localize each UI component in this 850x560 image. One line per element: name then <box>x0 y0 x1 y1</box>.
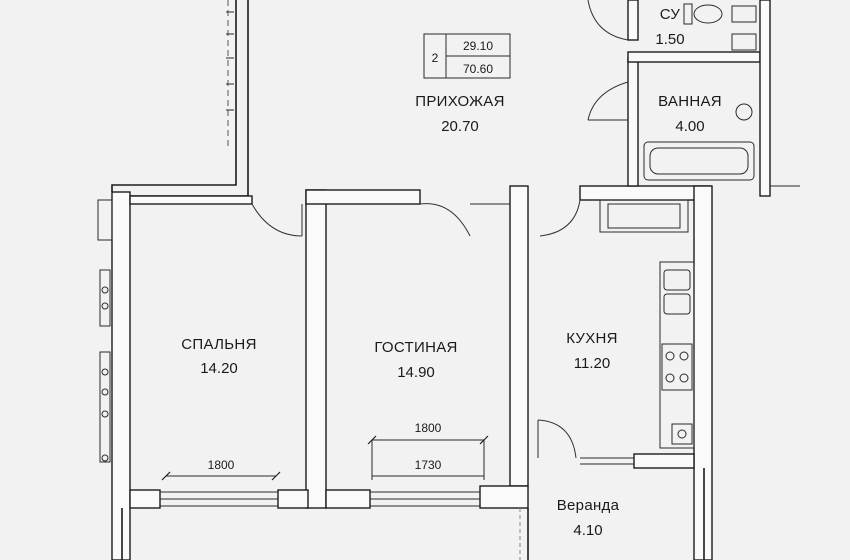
left-window-mark-4 <box>101 388 109 396</box>
living-kitchen-partition <box>509 185 529 487</box>
wc-area: 1.50 <box>655 31 684 48</box>
bathroom-door-swing <box>587 81 629 121</box>
living-window-dim-inner: 1730 <box>415 458 442 472</box>
bathroom-sink <box>735 103 753 121</box>
bedroom-top-wall <box>129 195 253 205</box>
bathroom-name: ВАННАЯ <box>658 93 722 110</box>
hallway-name: ПРИХОЖАЯ <box>415 93 505 110</box>
living-window-sill-left <box>325 489 371 509</box>
rooms-count: 2 <box>432 51 439 65</box>
bathroom-top-wall <box>627 51 761 63</box>
bedroom-window-dim: 1800 <box>208 458 235 472</box>
kitchen-niche-inner <box>607 203 681 229</box>
kitchen-bottom-wall <box>633 453 695 469</box>
veranda-area: 4.10 <box>573 522 602 539</box>
kitchen-door-swing <box>539 199 581 237</box>
wc-shelf-1 <box>731 5 757 23</box>
bedroom-name: СПАЛЬНЯ <box>181 336 256 353</box>
living-door-swing <box>419 203 471 237</box>
left-window-mark-5 <box>101 410 109 418</box>
veranda-door-swing <box>537 419 577 459</box>
left-window-mark-3 <box>101 368 109 376</box>
wc-door-swing <box>587 0 629 41</box>
living-area: 29.10 <box>463 39 493 53</box>
toilet <box>693 4 723 24</box>
left-exterior-wall <box>111 191 131 560</box>
walls <box>111 0 800 560</box>
fixtures <box>643 3 757 449</box>
bathtub <box>643 141 755 181</box>
left-window-marks <box>97 199 113 463</box>
living-top-wall <box>305 189 421 205</box>
wc-shelf-2 <box>731 33 757 51</box>
living-window-dim-outer: 1800 <box>415 421 442 435</box>
veranda-name: Веранда <box>557 497 620 514</box>
apartment-tag: 2 29.10 70.60 <box>423 33 511 79</box>
living-window-sill-right <box>479 485 529 509</box>
upper-wall-ticks <box>226 11 234 111</box>
kitchen-appliance <box>671 423 693 445</box>
wc-name: СУ <box>660 6 681 23</box>
kitchen-niche <box>599 199 689 233</box>
wc-left-wall <box>627 0 639 41</box>
left-window-frame-3 <box>99 351 111 463</box>
bathtub-inner <box>649 147 749 175</box>
bathroom-left-wall <box>627 57 639 187</box>
bedroom-door-swing <box>251 203 303 237</box>
kitchen-name: КУХНЯ <box>566 330 618 347</box>
kitchen-top-wall <box>579 185 711 201</box>
kitchen-sink-bowl-1 <box>663 269 691 291</box>
dimensions: 1800 1800 1730 <box>161 421 489 481</box>
stove <box>661 343 693 391</box>
hallway-area: 20.70 <box>441 118 479 135</box>
left-window-frame-1 <box>97 199 113 241</box>
total-area: 70.60 <box>463 62 493 76</box>
bathroom-right-wall <box>759 0 771 197</box>
kitchen-area: 11.20 <box>574 355 610 372</box>
bedroom-window-sill-left <box>129 489 161 509</box>
toilet-tank <box>683 3 693 25</box>
bedroom-area: 14.20 <box>200 360 238 377</box>
left-window-mark-2 <box>101 302 109 310</box>
bedroom-window-sill-right <box>277 489 309 509</box>
kitchen-sink-bowl-2 <box>663 293 691 315</box>
door-swings <box>251 0 629 459</box>
left-window-frame-2 <box>99 269 111 327</box>
right-exterior-wall <box>693 185 713 560</box>
left-window-mark-6 <box>101 454 109 462</box>
bedroom-living-partition <box>305 189 327 509</box>
left-window-mark-1 <box>101 286 109 294</box>
bathroom-area: 4.00 <box>675 118 704 135</box>
living-name: ГОСТИНАЯ <box>374 339 457 356</box>
room-labels: ПРИХОЖАЯ 20.70 СУ 1.50 ВАННАЯ 4.00 СПАЛЬ… <box>181 6 722 539</box>
kitchen-counter <box>659 261 695 449</box>
upper-left-step-wall <box>111 0 237 192</box>
living-area-label: 14.90 <box>397 364 435 381</box>
